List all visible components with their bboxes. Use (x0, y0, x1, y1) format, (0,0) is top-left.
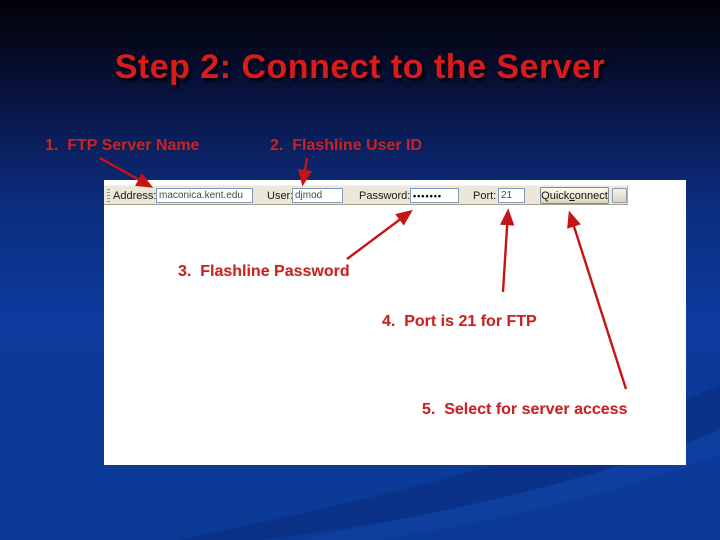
annotation-port-21: 4. Port is 21 for FTP (382, 313, 537, 330)
annotation-ftp-server-name: 1. FTP Server Name (45, 137, 200, 154)
annotation-flashline-password: 3. Flashline Password (178, 263, 350, 280)
quickconnect-dropdown-button[interactable] (612, 188, 627, 203)
user-input[interactable] (292, 188, 343, 203)
address-input[interactable] (156, 188, 253, 203)
quickconnect-label-accel: c (569, 189, 575, 202)
annotation-select-server-access: 5. Select for server access (422, 401, 628, 418)
user-label: User: (267, 190, 294, 202)
ftp-quickconnect-toolbar: Address: User: Password: Port: Quickconn… (104, 185, 628, 205)
annotation-flashline-user-id: 2. Flashline User ID (270, 137, 423, 154)
address-label: Address: (113, 190, 157, 202)
port-label: Port: (473, 190, 497, 202)
port-input[interactable] (498, 188, 525, 203)
quickconnect-label-post: onnect (574, 189, 608, 202)
quickconnect-button[interactable]: Quickconnect (540, 187, 609, 204)
password-label: Password: (359, 190, 411, 202)
password-input[interactable] (410, 188, 459, 203)
toolbar-grip[interactable] (107, 189, 110, 202)
quickconnect-label-pre: Quick (541, 189, 570, 202)
chevron-down-icon (619, 195, 620, 196)
slide-title: Step 2: Connect to the Server (114, 48, 606, 86)
